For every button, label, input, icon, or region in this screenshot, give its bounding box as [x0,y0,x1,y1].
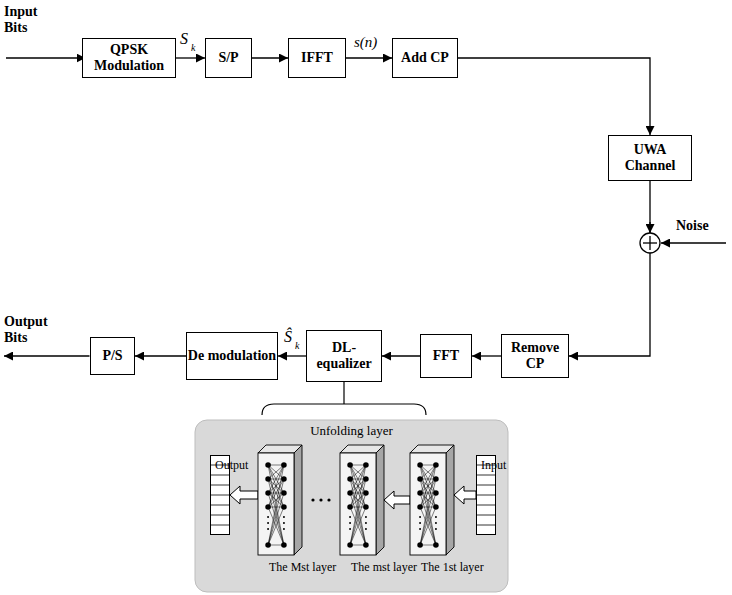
unfolding-panel: OutputThe Mst layerThe mst layerThe 1st … [195,420,508,592]
signal-name: s(n) [354,34,377,51]
process-box: UWA Channel [608,135,692,181]
block-arrow [230,486,258,504]
process-box: De modulation [186,332,278,380]
network-layer: The 1st layer [410,445,454,555]
signal-arrow [176,57,205,58]
process-box: FFT [420,334,472,378]
box-label: DL- equalizer [307,340,381,372]
layer-label: The Mst layer [269,560,291,575]
signal-subscript: k [191,42,195,54]
signal-arrow [135,355,186,356]
vector-shape [210,455,230,535]
layer-label: The mst layer [351,560,373,575]
box-label: IFFT [301,50,333,66]
input-arrow [6,57,86,58]
signal-name: S [180,30,188,48]
process-box: S/P [205,38,252,78]
signal-arrow [472,355,501,356]
signal-arrow [458,58,650,135]
box-label: QPSK Modulation [83,42,175,74]
network-layer: The mst layer [340,445,384,555]
bracket [262,382,426,415]
noise-label: Noise [676,218,709,234]
process-box: Remove CP [501,334,569,378]
process-box: IFFT [288,38,346,78]
panel-title: Unfolding layer [195,423,508,439]
box-label: De modulation [188,348,276,364]
layer-label: The 1st layer [421,560,443,575]
vector-shape [476,455,496,535]
box-label: UWA Channel [609,142,691,174]
box-label: FFT [433,348,459,364]
output-arrow [4,355,90,356]
io-label: Output Bits [4,314,56,346]
signal-arrow [252,57,288,58]
signal-arrow [569,181,650,356]
adder-symbol [640,233,660,253]
signal-arrow [278,355,306,356]
signal-arrow [346,57,392,58]
box-label: S/P [218,50,238,66]
block-arrow [454,486,476,504]
layer-shape [340,445,384,555]
vector-block: Input [476,455,496,535]
process-box: QPSK Modulation [82,38,176,78]
process-box: P/S [90,337,135,375]
layer-shape [410,445,454,555]
signal-name: Ŝ [284,328,292,346]
panel-ground [195,420,508,592]
process-box: DL- equalizer [306,330,382,382]
vector-block: Output [210,455,230,535]
sum-input-arrow [649,222,650,233]
layer-shape [258,445,302,555]
block-arrow [384,491,410,509]
process-box: Add CP [392,38,458,78]
io-label: Input Bits [4,4,56,36]
signal-subscript: k [295,340,299,352]
network-layer: The Mst layer [258,445,302,555]
signal-arrow [382,355,420,356]
box-label: P/S [102,348,122,364]
box-label: Add CP [401,50,449,66]
box-label: Remove CP [502,340,568,372]
ellipsis-dots [311,498,330,501]
noise-arrow [661,242,726,243]
